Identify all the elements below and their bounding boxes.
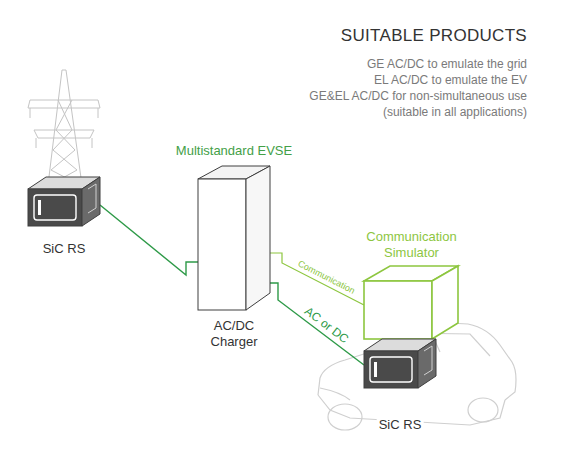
evse-charger: Multistandard EVSEAC/DC Charger [198, 165, 270, 310]
note-line: GE&EL AC/DC for non-simultaneous use [309, 88, 527, 104]
pylon [28, 70, 100, 185]
connector [100, 205, 198, 275]
box-shape [364, 337, 436, 389]
note-line: EL AC/DC to emulate the EV [309, 72, 527, 88]
node-label: SiC RS [41, 241, 88, 257]
box-shape [198, 165, 270, 310]
sic-rs-ev-unit: SiC RS [364, 337, 436, 389]
node-label: AC/DC Charger [197, 318, 271, 350]
node-label: Communication Simulator [355, 229, 469, 261]
connector [270, 253, 364, 305]
edge-label: AC or DC [301, 304, 352, 347]
sic-rs-grid-unit: SiC RS [28, 175, 100, 227]
product-notes: GE AC/DC to emulate the gridEL AC/DC to … [309, 56, 527, 120]
box-shape [28, 175, 100, 227]
node-label: Multistandard EVSE [172, 143, 296, 159]
note-line: GE AC/DC to emulate the grid [309, 56, 527, 72]
heading: SUITABLE PRODUCTS [341, 26, 527, 46]
note-line: (suitable in all applications) [309, 104, 527, 120]
box-shape [364, 265, 459, 340]
node-label: SiC RS [377, 417, 424, 433]
edge-label: Communication [295, 258, 357, 297]
communication-simulator: Communication Simulator [364, 265, 459, 340]
